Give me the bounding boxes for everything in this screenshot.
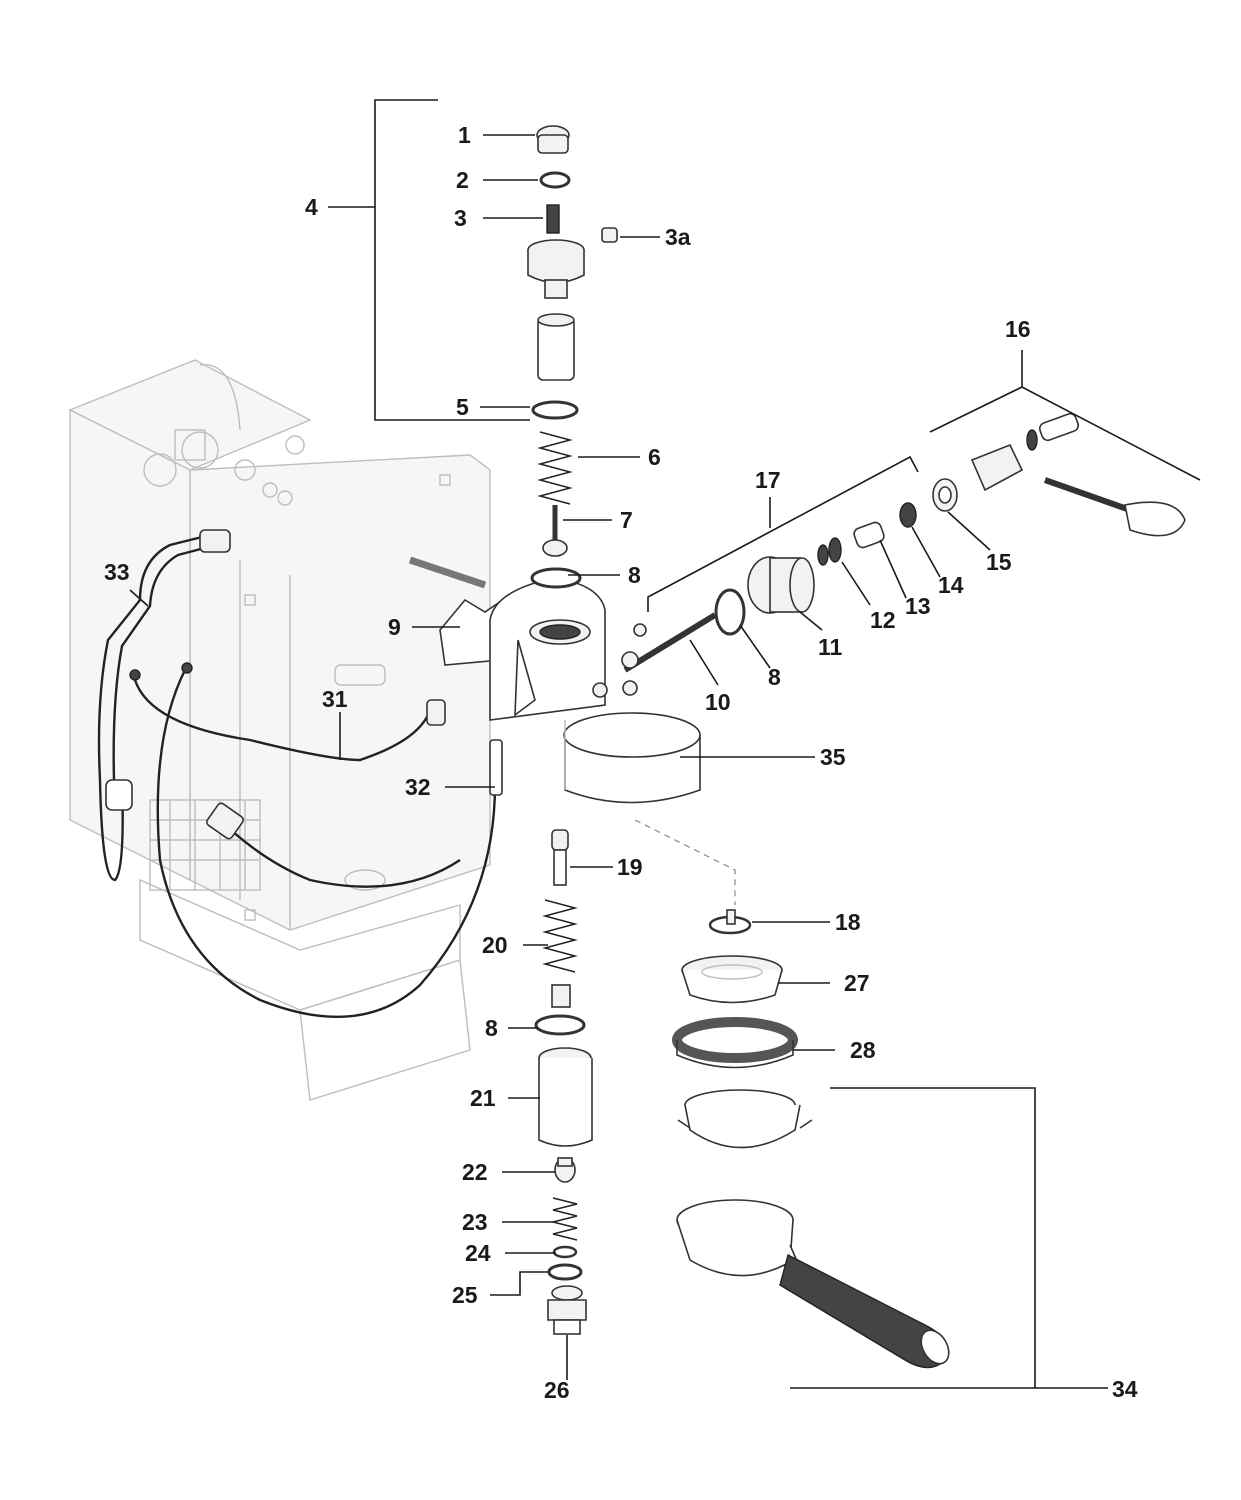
valve-body-11: [747, 556, 815, 614]
washer-12: [817, 537, 842, 566]
gasket-8-top: [530, 567, 582, 589]
callout-24: 24: [465, 1240, 491, 1266]
callout-35: 35: [820, 744, 846, 770]
callout-2: 2: [456, 167, 469, 193]
callout-10: 10: [705, 689, 731, 715]
washer-2: [539, 171, 571, 189]
group-head-35: [489, 577, 701, 804]
pin-7: [542, 505, 568, 557]
callout-27: 27: [844, 970, 870, 996]
callout-6: 6: [648, 444, 661, 470]
washer-24: [552, 1245, 578, 1259]
valve-body-upper: [527, 239, 585, 381]
spring-3: [546, 204, 560, 234]
callout-21: 21: [470, 1085, 496, 1111]
callout-23: 23: [462, 1209, 488, 1235]
callout-19: 19: [617, 854, 643, 880]
cylinder-21: [538, 1047, 593, 1147]
callout-22: 22: [462, 1159, 488, 1185]
callout-11: 11: [818, 634, 843, 660]
callout-15: 15: [986, 549, 1012, 575]
callout-labels: 1 2 3 3a 4 5 6 7 8 9 10 8 11 12 13 14 15…: [104, 122, 1138, 1403]
callout-13: 13: [905, 593, 931, 619]
gasket-8-bottom: [534, 984, 586, 1036]
callout-8-valve: 8: [768, 664, 781, 690]
spring-23: [552, 1197, 578, 1241]
steam-pipe-33: [97, 529, 231, 882]
gasket-8-valve: [714, 588, 746, 636]
callout-32: 32: [405, 774, 431, 800]
callout-17: 17: [755, 467, 781, 493]
spring-14: [899, 502, 917, 528]
callout-12: 12: [870, 607, 896, 633]
cap-1: [536, 125, 570, 154]
callout-8-bottom: 8: [485, 1015, 498, 1041]
nut-3a: [601, 227, 618, 243]
callout-4: 4: [305, 194, 318, 220]
callout-3a: 3a: [665, 224, 691, 250]
o-ring-5: [531, 400, 579, 420]
valve-stem-10: [621, 612, 717, 696]
spring-6: [537, 431, 573, 505]
pin-19: [551, 829, 569, 886]
callout-28: 28: [850, 1037, 876, 1063]
filter-basket: [677, 1089, 813, 1149]
top-components-cluster: [143, 364, 305, 506]
knob-assembly-16: [970, 412, 1186, 537]
nut-15: [932, 478, 958, 512]
callout-18: 18: [835, 909, 861, 935]
sleeve-13: [853, 521, 885, 549]
callout-7: 7: [620, 507, 633, 533]
callout-3: 3: [454, 205, 467, 231]
valve-22: [554, 1157, 576, 1183]
callout-8-top: 8: [628, 562, 641, 588]
machine-body-background: [68, 359, 491, 1101]
callout-25: 25: [452, 1282, 478, 1308]
nut-26: [547, 1285, 587, 1335]
cable-31: [129, 662, 503, 1019]
portafilter-34: [676, 1199, 950, 1369]
spring-20: [542, 899, 578, 973]
callout-16: 16: [1005, 316, 1031, 342]
callout-31: 31: [322, 686, 348, 712]
callout-1: 1: [458, 122, 471, 148]
gasket-28: [672, 1017, 798, 1069]
callout-9: 9: [388, 614, 401, 640]
screw-18: [708, 909, 752, 935]
callout-14: 14: [938, 572, 964, 598]
shower-screen-27: [681, 955, 783, 1004]
callout-34: 34: [1112, 1376, 1138, 1402]
leader-lines: [129, 99, 1201, 1389]
callout-26: 26: [544, 1377, 570, 1403]
callout-33: 33: [104, 559, 130, 585]
callout-20: 20: [482, 932, 508, 958]
callout-5: 5: [456, 394, 469, 420]
o-ring-25: [547, 1263, 583, 1281]
